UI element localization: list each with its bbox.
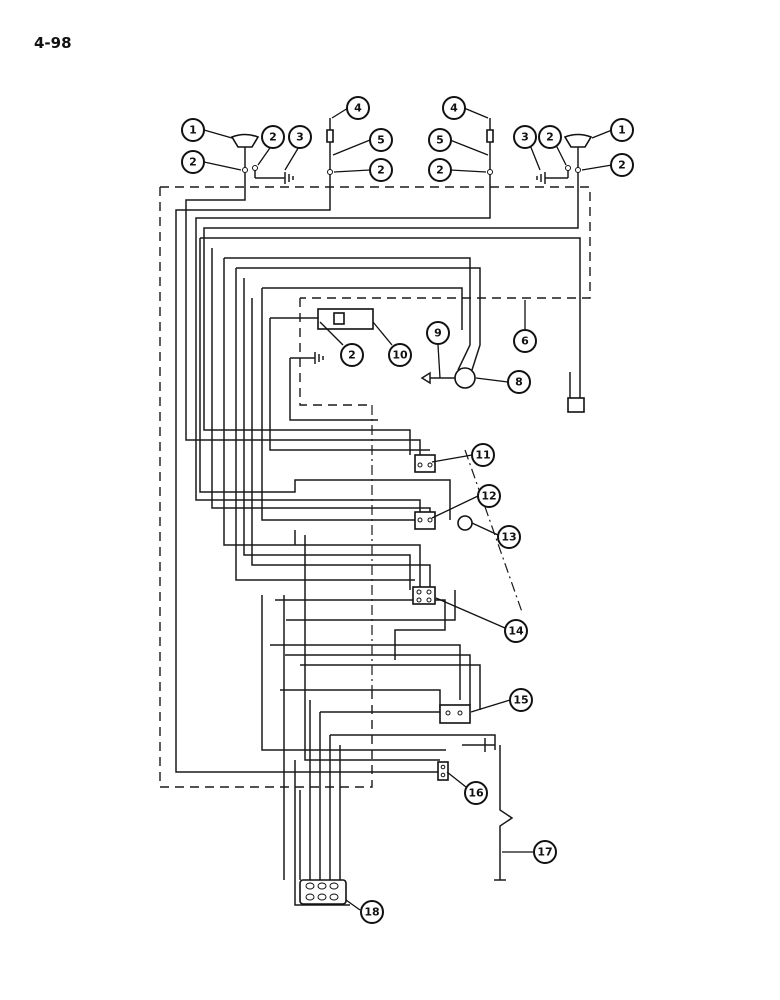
svg-text:10: 10 [392,349,408,362]
callout-5b: 5 [428,128,452,152]
svg-text:14: 14 [508,625,524,638]
callout-13: 13 [497,525,521,549]
svg-text:16: 16 [468,787,484,800]
svg-text:17: 17 [537,846,552,859]
svg-text:2: 2 [436,164,444,177]
callout-15: 15 [509,688,533,712]
lamp-13 [457,515,473,531]
ground-point-10 [290,352,324,364]
callout-6: 6 [513,329,537,353]
svg-text:2: 2 [348,349,356,362]
svg-text:9: 9 [434,327,442,340]
ground-wire-17 [462,738,514,881]
terminal-16 [437,761,449,781]
callout-3b: 3 [513,125,537,149]
svg-text:3: 3 [521,131,529,144]
right-horn-lamp [545,133,593,179]
callout-2a: 2 [181,150,205,174]
svg-text:15: 15 [513,694,528,707]
connector-plug [567,397,585,413]
switch-14 [412,586,436,605]
svg-text:2: 2 [618,159,626,172]
svg-text:5: 5 [436,134,444,147]
callout-4b: 4 [442,96,466,120]
harness-outline [159,186,591,788]
callout-16: 16 [464,781,488,805]
left-ground-symbol [284,172,294,184]
callout-2c: 2 [369,158,393,182]
callout-14: 14 [504,619,528,643]
page-number: 4-98 [34,34,72,52]
wire-bundle [175,172,581,906]
callout-12: 12 [477,484,501,508]
svg-text:6: 6 [521,335,529,348]
motor-8 [420,330,481,389]
svg-text:5: 5 [377,134,385,147]
right-antenna-lamp [486,118,494,175]
callout-18: 18 [360,900,384,924]
svg-text:4: 4 [354,102,362,115]
svg-text:18: 18 [364,906,379,919]
callout-8: 8 [507,370,531,394]
callout-5a: 5 [369,128,393,152]
callout-2d: 2 [428,158,452,182]
callout-1b: 1 [610,118,634,142]
svg-text:8: 8 [515,376,523,389]
callout-1a: 1 [181,118,205,142]
svg-text:2: 2 [546,131,554,144]
switch-15 [439,704,471,724]
callout-3a: 3 [288,125,312,149]
callout-4a: 4 [346,96,370,120]
callout-2e: 2 [538,125,562,149]
callout-2f: 2 [610,153,634,177]
callout-9: 9 [426,321,450,345]
svg-text:11: 11 [475,449,490,462]
svg-text:1: 1 [189,124,197,137]
svg-text:3: 3 [296,131,304,144]
callout-2g: 2 [340,343,364,367]
callout-17: 17 [533,840,557,864]
svg-text:2: 2 [377,164,385,177]
callout-10: 10 [388,343,412,367]
callout-11: 11 [471,443,495,467]
callout-2b: 2 [261,125,285,149]
switch-11 [414,454,436,473]
left-antenna-lamp [326,118,334,175]
svg-text:1: 1 [618,124,626,137]
svg-text:12: 12 [481,490,496,503]
svg-text:4: 4 [450,102,458,115]
fuse-block-18 [299,879,347,905]
svg-text:2: 2 [189,156,197,169]
svg-text:2: 2 [269,131,277,144]
switch-12 [414,511,436,530]
svg-text:13: 13 [501,531,516,544]
right-ground-symbol [536,172,546,184]
relay-10 [317,308,374,330]
